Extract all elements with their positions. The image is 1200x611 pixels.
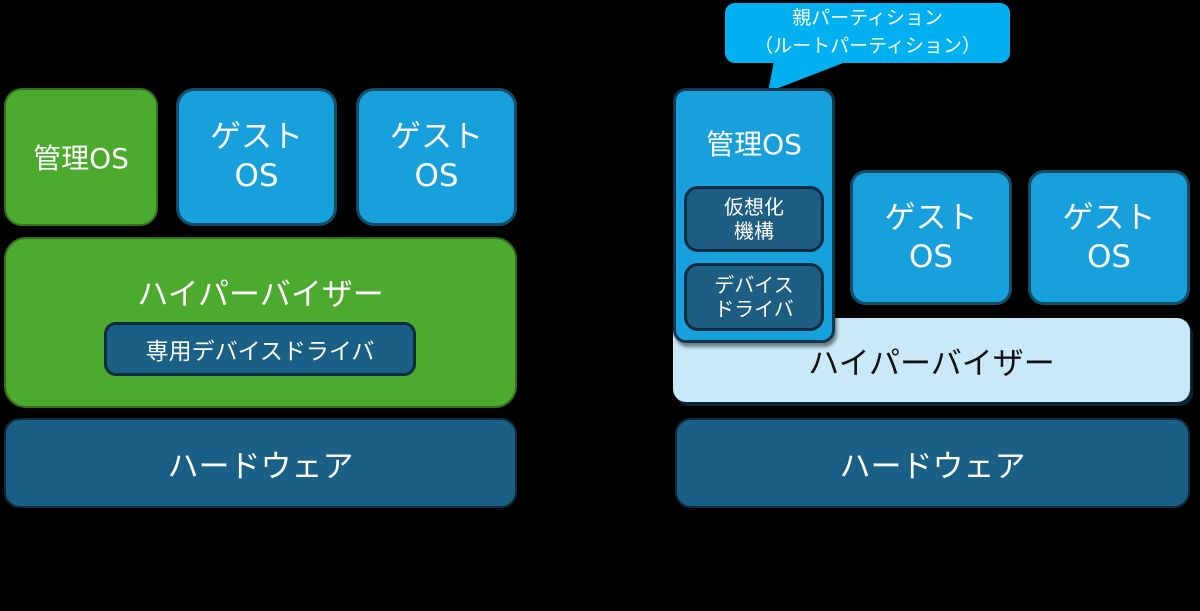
right-guest-os-1-line1: ゲスト [884, 199, 978, 236]
virtualization-mechanism-line2: 機構 [734, 219, 774, 243]
right-device-driver-box: デバイス ドライバ [684, 263, 824, 331]
right-device-driver-line1: デバイス [714, 273, 794, 297]
virtualization-mechanism-box: 仮想化 機構 [684, 186, 824, 252]
callout-tail-icon [768, 56, 851, 92]
left-guest-os-2-line1: ゲスト [390, 119, 483, 156]
left-hardware-box: ハードウェア [4, 418, 517, 508]
left-hypervisor-box: ハイパーバイザー 専用デバイスドライバ [4, 237, 517, 408]
parent-partition-callout-line2: （ルートパーティション） [754, 35, 981, 57]
right-hypervisor-label: ハイパーバイザー [808, 345, 1055, 382]
right-guest-os-2-line2: OS [1086, 238, 1132, 275]
left-guest-os-1-line2: OS [234, 158, 279, 194]
left-guest-os-2-line2: OS [414, 158, 459, 194]
left-management-os-label: 管理OS [33, 142, 129, 175]
virtualization-mechanism-line1: 仮想化 [724, 195, 784, 219]
right-hardware-box: ハードウェア [675, 418, 1190, 508]
right-device-driver-line2: ドライバ [714, 297, 794, 321]
left-guest-os-box-1: ゲスト OS [176, 88, 337, 226]
right-guest-os-2-line1: ゲスト [1062, 199, 1156, 236]
right-guest-os-box-2: ゲスト OS [1028, 170, 1190, 305]
left-hypervisor-label: ハイパーバイザー [137, 277, 384, 313]
left-guest-os-box-2: ゲスト OS [356, 88, 517, 226]
left-hardware-label: ハードウェア [167, 448, 354, 485]
right-guest-os-1-line2: OS [908, 238, 954, 275]
right-hardware-label: ハードウェア [839, 448, 1026, 485]
right-management-os-label: 管理OS [706, 128, 802, 161]
left-guest-os-1-line1: ゲスト [210, 119, 303, 156]
parent-partition-callout: 親パーティション （ルートパーティション） [725, 3, 1010, 63]
left-dedicated-device-driver-label: 専用デバイスドライバ [145, 339, 375, 365]
right-hypervisor-box: ハイパーバイザー [673, 318, 1190, 402]
right-management-os-box: 管理OS 仮想化 機構 デバイス ドライバ [673, 88, 835, 343]
left-management-os-box: 管理OS [4, 88, 158, 226]
parent-partition-callout-line1: 親パーティション [792, 7, 943, 30]
left-dedicated-device-driver-box: 専用デバイスドライバ [104, 322, 416, 376]
right-guest-os-box-1: ゲスト OS [850, 170, 1012, 305]
